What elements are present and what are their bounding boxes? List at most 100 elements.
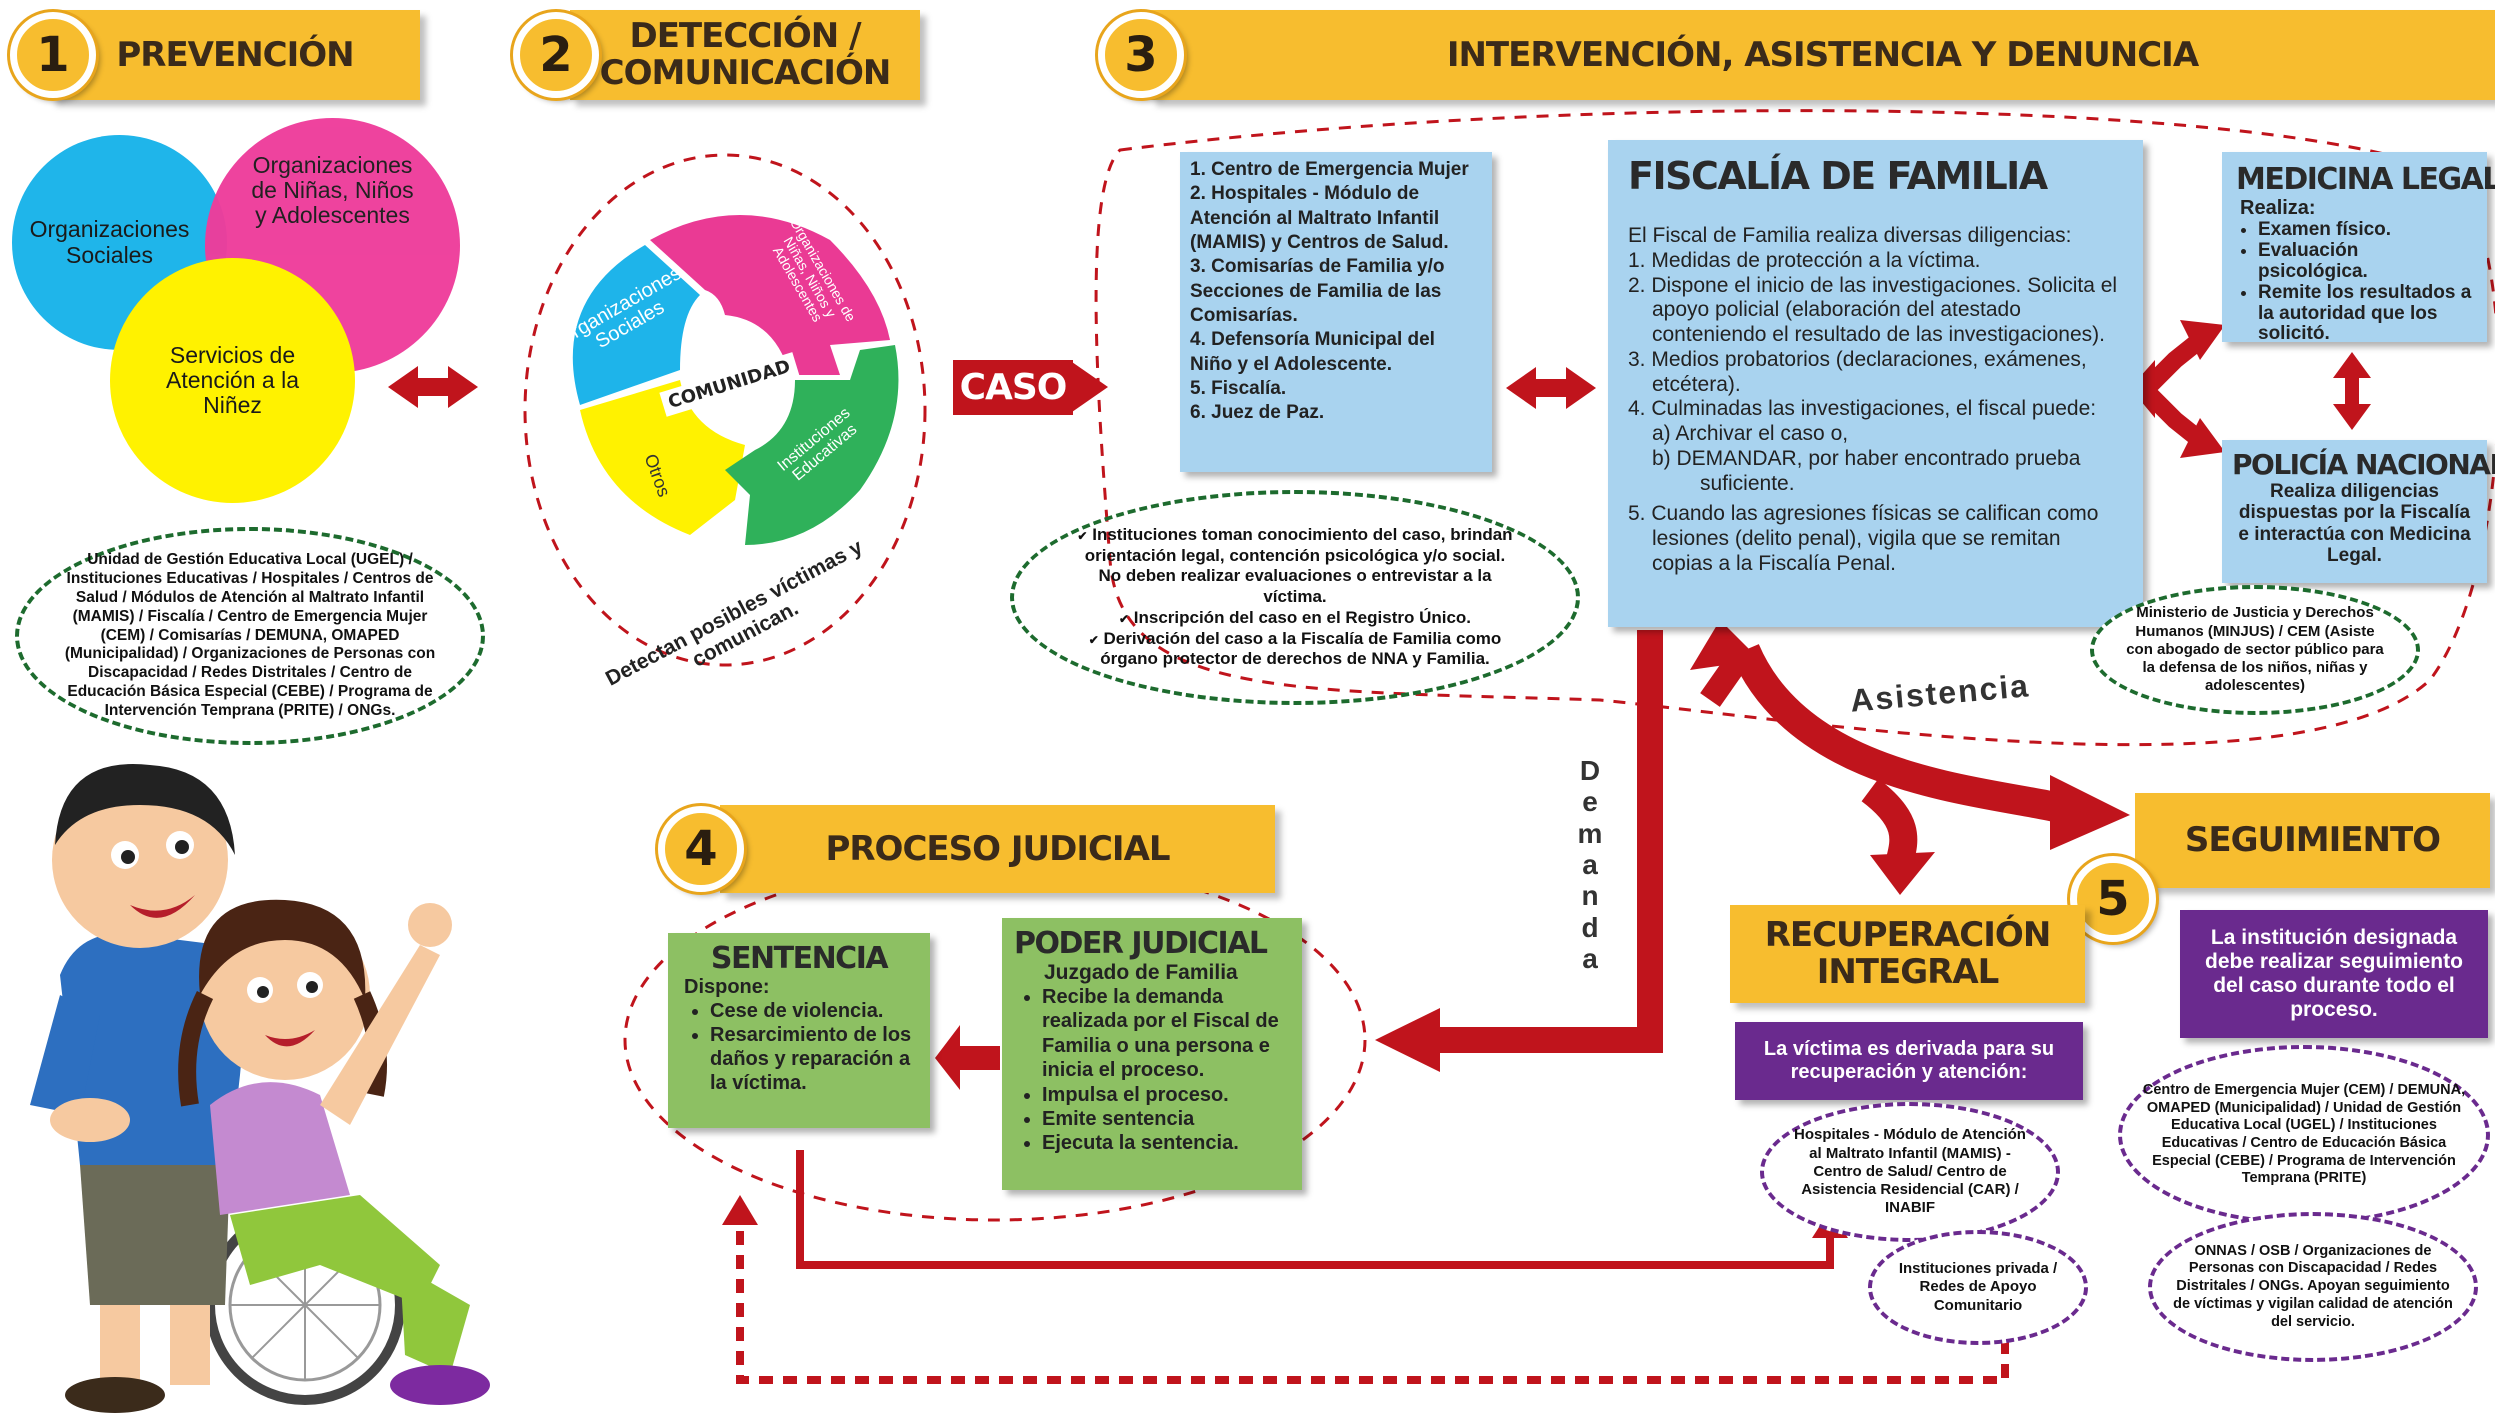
number-4: 4 [684, 821, 718, 877]
number-1: 1 [36, 27, 70, 83]
wheel-seg-org-nna [650, 215, 890, 375]
comunidad-wheel [572, 215, 899, 545]
number-2: 2 [539, 27, 573, 83]
demanda-letter: a [1582, 943, 1598, 975]
poder-title: PODER JUDICIAL [1014, 926, 1268, 961]
number-badge-2: 2 [513, 12, 599, 98]
fiscalia-intro: El Fiscal de Familia realiza diversas di… [1628, 224, 2072, 247]
header-seguimiento: SEGUIMIENTO [2135, 793, 2490, 888]
poder-item-4: Ejecuta la sentencia. [1042, 1131, 1290, 1155]
poder-item-3: Emite sentencia [1042, 1107, 1290, 1131]
children-illustration [30, 764, 490, 1413]
sentencia-title: SENTENCIA [710, 941, 889, 976]
caso-text: CASO [959, 367, 1068, 408]
circle-servicios-label: Servicios de Atención a la Niñez [166, 341, 299, 419]
poder-item-1: Recibe la demanda realizada por el Fisca… [1042, 985, 1290, 1083]
entry-institutions-list: 1. Centro de Emergencia Mujer 2. Hospita… [1190, 158, 1482, 425]
minjus-oval: Ministerio de Justicia y Derechos Humano… [2090, 585, 2420, 715]
seguimiento-purple-box: La institución designada debe realizar s… [2180, 910, 2488, 1038]
entry-action-2-text: Inscripción del caso en el Registro Únic… [1133, 607, 1472, 627]
number-badge-3: 3 [1098, 12, 1184, 98]
medicina-intro: Realiza: [2240, 197, 2316, 219]
entry-action-3-text: Derivación del caso a la Fiscalía de Fam… [1100, 628, 1502, 669]
header-intervencion: INTERVENCIÓN, ASISTENCIA Y DENUNCIA [1150, 10, 2495, 100]
sentencia-box: SENTENCIA Dispone: Cese de violencia. Re… [668, 933, 930, 1128]
header-recuperacion: RECUPERACIÓN INTEGRAL [1730, 905, 2085, 1003]
fiscalia-item-4b: b) DEMANDAR, por haber encontrado prueba… [1652, 446, 2081, 495]
seguimiento-purple-text: La institución designada debe realizar s… [2205, 926, 2463, 1021]
entry-action-1: ✔ Instituciones toman conocimiento del c… [1074, 525, 1516, 608]
entry-action-3: ✔ Derivación del caso a la Fiscalía de F… [1074, 629, 1516, 670]
number-5: 5 [2096, 871, 2130, 927]
sentencia-intro: Dispone: [684, 976, 770, 998]
seguimiento-oval-1: Centro de Emergencia Mujer (CEM) / DEMUN… [2118, 1045, 2490, 1225]
check-icon: ✔ [1118, 611, 1130, 626]
fiscalia-title: FISCALÍA DE FAMILIA [1628, 154, 2048, 198]
check-icon: ✔ [1077, 528, 1088, 543]
entry-item-6: 6. Juez de Paz. [1190, 402, 1325, 424]
header-deteccion-l2: COMUNICACIÓN [599, 53, 892, 93]
medicina-legal-box: MEDICINA LEGAL Realiza: Examen físico. E… [2222, 152, 2495, 344]
seguimiento-oval-1-text: Centro de Emergencia Mujer (CEM) / DEMUN… [2142, 1081, 2466, 1187]
medicina-item-3: Remite los resultados a la autoridad que… [2258, 282, 2473, 346]
demanda-letter: e [1582, 786, 1598, 818]
detection-dashed-circle [523, 153, 927, 667]
judicial-dashed-ellipse [623, 858, 1367, 1222]
circle-servicios: Servicios de Atención a la Niñez [110, 258, 355, 503]
asistencia-arrow [1731, 643, 2064, 823]
recuperacion-oval-2: Instituciones privada / Redes de Apoyo C… [1868, 1230, 2088, 1345]
prevencion-institutions-text: Unidad de Gestión Educativa Local (UGEL)… [64, 550, 436, 720]
entry-item-2: 2. Hospitales - Módulo de Atención al Ma… [1190, 183, 1449, 253]
fiscalia-item-4a: a) Archivar el caso o, [1652, 422, 1849, 446]
wheel-seg-otros [580, 380, 745, 535]
entry-item-3: 3. Comisarías de Familia y/o Secciones d… [1190, 256, 1445, 326]
prevencion-institutions-oval: Unidad de Gestión Educativa Local (UGEL)… [15, 527, 485, 745]
fiscalia-box: FISCALÍA DE FAMILIA El Fiscal de Familia… [1608, 140, 2143, 627]
number-3: 3 [1124, 27, 1158, 83]
fiscalia-item-1: 1. Medidas de protección a la víctima. [1628, 248, 1981, 272]
double-arrow-2 [1506, 367, 1596, 409]
number-badge-1: 1 [10, 12, 96, 98]
recuperacion-arrow [1861, 778, 1918, 864]
fiscalia-item-2: 2. Dispone el inicio de las investigacio… [1628, 273, 2118, 347]
wheel-seg-org-sociales [572, 245, 700, 405]
entry-item-4: 4. Defensoría Municipal del Niño y el Ad… [1190, 329, 1435, 375]
recuperacion-oval-2-text: Instituciones privada / Redes de Apoyo C… [1898, 1260, 2058, 1314]
demanda-letter: D [1579, 755, 1601, 786]
minjus-text: Ministerio de Justicia y Derechos Humano… [2126, 604, 2384, 695]
header-deteccion: DETECCIÓN / COMUNICACIÓN [570, 10, 920, 100]
entry-actions-oval: ✔ Instituciones toman conocimiento del c… [1010, 490, 1580, 705]
medicina-title: MEDICINA LEGAL [2236, 162, 2495, 197]
demanda-letter: d [1581, 911, 1599, 943]
caso-label: CASO [953, 360, 1073, 415]
recuperacion-purple-text: La víctima es derivada para su recuperac… [1763, 1038, 2055, 1083]
bottom-dashed-loop [736, 1215, 2009, 1384]
recuperacion-purple-box: La víctima es derivada para su recuperac… [1735, 1022, 2083, 1100]
sentencia-item-1: Cese de violencia. [710, 999, 914, 1023]
number-badge-4: 4 [658, 806, 744, 892]
caso-arrow-head [1072, 362, 1108, 412]
poder-sub: Juzgado de Familia [1044, 961, 1238, 984]
demanda-letter: m [1577, 817, 1603, 849]
entry-action-2: ✔ Inscripción del caso en el Registro Ún… [1119, 608, 1471, 629]
header-intervencion-title: INTERVENCIÓN, ASISTENCIA Y DENUNCIA [1446, 34, 2199, 75]
header-seguimiento-title: SEGUIMIENTO [2184, 820, 2441, 861]
recuperacion-oval-1-text: Hospitales - Módulo de Atención al Maltr… [1794, 1126, 2026, 1217]
seguimiento-oval-2-text: ONNAS / OSB / Organizaciones de Personas… [2173, 1242, 2453, 1330]
recuperacion-oval-1: Hospitales - Módulo de Atención al Maltr… [1760, 1102, 2060, 1242]
header-proceso: PROCESO JUDICIAL [720, 805, 1275, 893]
medicina-item-2: Evaluación psicológica. [2258, 240, 2473, 283]
header-proceso-title: PROCESO JUDICIAL [825, 828, 1170, 869]
vertical-double-arrow [2333, 352, 2371, 430]
entry-action-1-text: Instituciones toman conocimiento del cas… [1084, 524, 1513, 607]
demanda-arrow [1430, 630, 1663, 1053]
check-icon: ✔ [1088, 632, 1099, 647]
demanda-letter: n [1581, 880, 1599, 912]
circle-org-sociales-label: Organizaciones Sociales [29, 216, 190, 268]
header-recuperacion-l1: RECUPERACIÓN [1764, 915, 2052, 956]
branch-arrows [2130, 320, 2225, 458]
poder-judicial-box: PODER JUDICIAL Juzgado de Familia Recibe… [1002, 918, 1302, 1190]
entry-item-5: 5. Fiscalía. [1190, 377, 1287, 399]
sentencia-item-2: Resarcimiento de los daños y reparación … [710, 1023, 914, 1095]
